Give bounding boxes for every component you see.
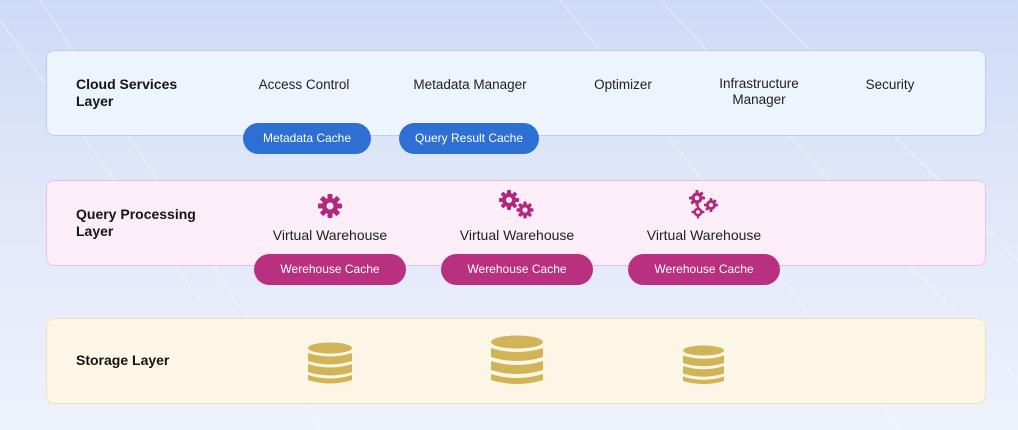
triple-gear-icon (689, 190, 718, 219)
cloud-services-layer-title: Cloud Services Layer (76, 76, 178, 109)
security-label: Security (865, 77, 915, 92)
virtual-warehouse-label-3: Virtual Warehouse (646, 227, 762, 243)
optimizer-label: Optimizer (594, 77, 652, 92)
query-processing-layer-title: Query Processing Layer (76, 206, 196, 239)
metadata-cache-pill: Metadata Cache (243, 123, 371, 154)
warehouse-cache-pill-3: Werehouse Cache (628, 254, 780, 285)
database-icon (491, 335, 543, 384)
infrastructure-manager-label: Infrastructure Manager (719, 76, 799, 107)
database-icon (308, 342, 352, 384)
warehouse-cache-pill-2: Werehouse Cache (441, 254, 593, 285)
storage-layer-title: Storage Layer (76, 352, 170, 368)
storage-layer: Storage Layer (46, 318, 986, 404)
single-gear-icon (318, 194, 342, 218)
access-control-label: Access Control (258, 77, 350, 92)
virtual-warehouse-label-1: Virtual Warehouse (272, 227, 388, 243)
double-gear-icon (499, 190, 534, 219)
cloud-services-layer: Cloud Services Layer Access Control Meta… (46, 50, 986, 136)
warehouse-cache-pill-1: Werehouse Cache (254, 254, 406, 285)
query-result-cache-pill: Query Result Cache (399, 123, 539, 154)
metadata-manager-label: Metadata Manager (413, 77, 527, 92)
virtual-warehouse-label-2: Virtual Warehouse (459, 227, 575, 243)
database-icon (683, 345, 724, 384)
